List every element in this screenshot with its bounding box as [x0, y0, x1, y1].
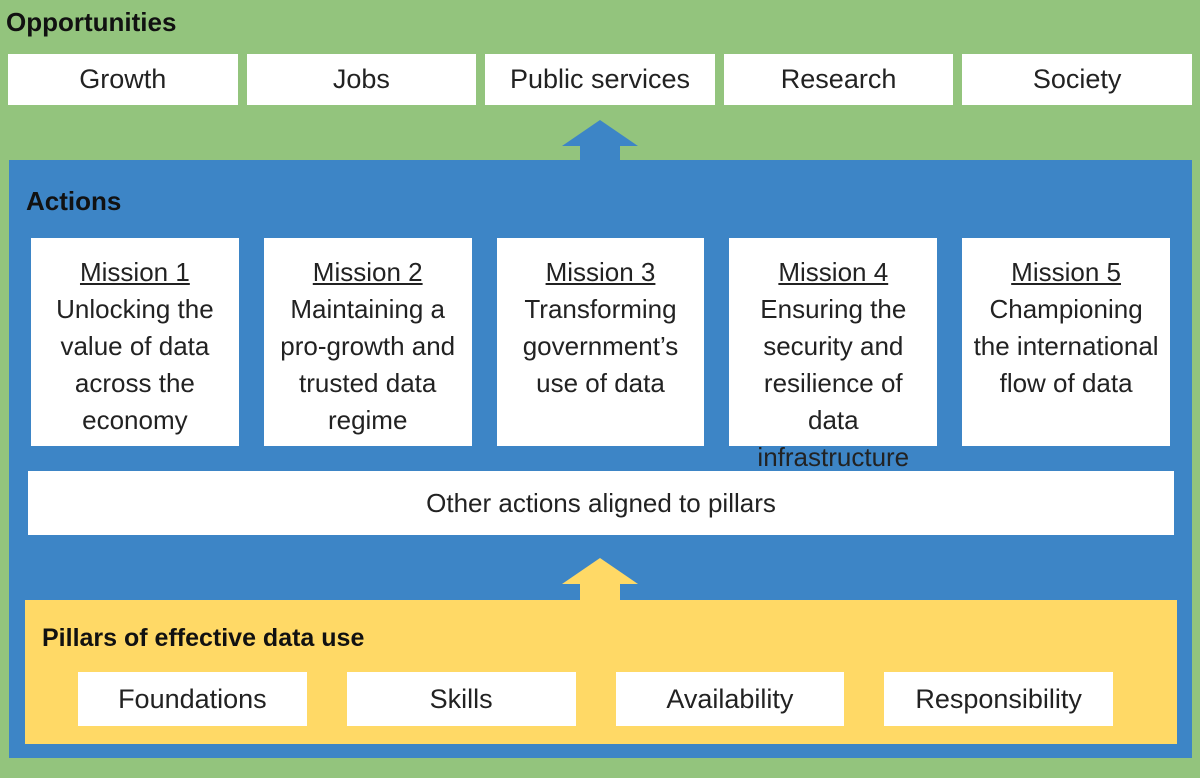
mission-3-card: Mission 3 Transforming government’s use … [496, 238, 705, 446]
mission-3-description: Transforming government’s use of data [522, 294, 679, 398]
pillar-skills: Skills [346, 672, 576, 726]
pillars-row: Foundations Skills Availability Responsi… [78, 672, 1113, 726]
opportunities-row: Growth Jobs Public services Research Soc… [8, 54, 1192, 105]
other-actions-box: Other actions aligned to pillars [28, 471, 1174, 535]
arrow-up-to-opportunities [562, 120, 638, 164]
opportunities-heading: Opportunities [6, 7, 177, 37]
mission-4-title: Mission 4 [778, 257, 889, 287]
mission-5-description: Championing the international flow of da… [973, 294, 1159, 398]
pillars-heading: Pillars of effective data use [42, 624, 365, 652]
actions-heading: Actions [26, 186, 122, 216]
pillars-panel: Pillars of effective data use Foundation… [25, 600, 1177, 744]
opportunity-research: Research [723, 54, 954, 105]
mission-4-card: Mission 4 Ensuring the security and resi… [729, 238, 938, 472]
arrow-up-to-actions [562, 558, 638, 602]
mission-1-description: Unlocking the value of data across the e… [56, 294, 214, 435]
mission-1-title: Mission 1 [79, 257, 190, 287]
mission-5-title: Mission 5 [1011, 257, 1121, 287]
opportunity-growth: Growth [8, 54, 238, 105]
mission-1-card: Mission 1 Unlocking the value of data ac… [31, 238, 239, 446]
mission-5-card: Mission 5 Championing the international … [962, 238, 1170, 446]
pillar-foundations: Foundations [78, 672, 307, 726]
mission-2-card: Mission 2 Maintaining a pro-growth and t… [263, 238, 472, 446]
mission-4-description: Ensuring the security and resilience of … [757, 294, 910, 472]
mission-2-title: Mission 2 [312, 257, 423, 287]
pillar-responsibility: Responsibility [884, 672, 1113, 726]
actions-panel: Actions Mission 1 Unlocking the value of… [9, 160, 1192, 758]
mission-2-description: Maintaining a pro-growth and trusted dat… [280, 294, 456, 435]
opportunity-jobs: Jobs [246, 54, 477, 105]
opportunity-public-services: Public services [485, 54, 715, 105]
mission-3-title: Mission 3 [545, 257, 656, 287]
opportunity-society: Society [962, 54, 1192, 105]
missions-row: Mission 1 Unlocking the value of data ac… [31, 238, 1170, 472]
pillar-availability: Availability [615, 672, 845, 726]
